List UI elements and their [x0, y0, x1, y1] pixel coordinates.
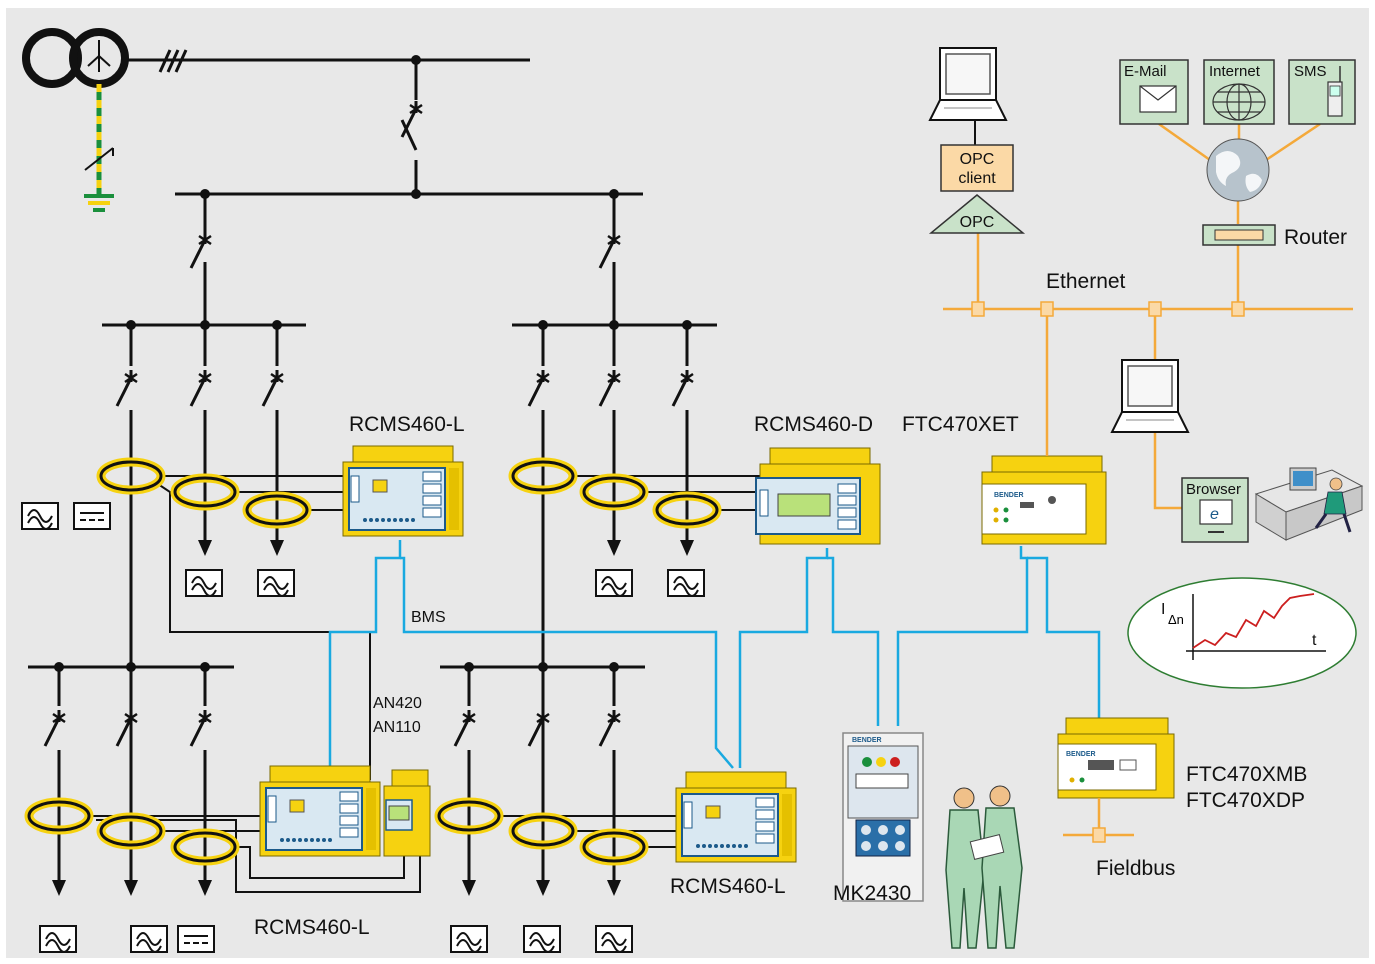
laptop-icon: [929, 47, 1007, 121]
internet-box: Internet: [1203, 59, 1275, 125]
label-ethernet: Ethernet: [1046, 270, 1126, 293]
email-box: E-Mail: [1119, 59, 1189, 125]
rcms460-l-bottom-right-device: [675, 771, 797, 863]
label-rcms460-l-bottom-right: RCMS460-L: [670, 875, 786, 898]
ac-load-icon: [595, 569, 633, 597]
label-an110: AN110: [373, 719, 421, 736]
opc-client-box: OPC client: [940, 144, 1014, 192]
ac-load-icon: [185, 569, 223, 597]
rcms460-l-bottom-left-device: [259, 765, 381, 857]
workstation-icon: [1254, 467, 1364, 541]
mk2430-panel: BENDER: [842, 732, 924, 902]
technicians-icon: [945, 785, 1023, 949]
dc-load-icon: [177, 925, 215, 953]
ftc470xet-device: BENDER: [981, 455, 1107, 545]
router-box: [1202, 224, 1276, 246]
label-an420: AN420: [373, 695, 422, 712]
supply-line: [125, 49, 643, 196]
ac-load-icon: [257, 569, 295, 597]
rcms460-d-top-device: [755, 447, 881, 545]
svg-text:BENDER: BENDER: [994, 492, 1024, 499]
ac-load-icon: [450, 925, 488, 953]
mobile-phone-icon: [1327, 66, 1343, 117]
ac-load-icon: [21, 502, 59, 530]
laptop-icon: [1111, 359, 1189, 433]
svg-text:OPC: OPC: [960, 214, 995, 231]
svg-text:I: I: [1161, 601, 1165, 618]
sms-box: SMS: [1288, 59, 1356, 125]
svg-text:Internet: Internet: [1209, 63, 1261, 80]
ac-load-icon: [39, 925, 77, 953]
dc-load-icon: [73, 502, 111, 530]
an420-an110-device: [383, 769, 431, 857]
browser-box: Browser e: [1181, 477, 1249, 543]
opc-triangle: OPC: [928, 194, 1026, 234]
label-mk2430: MK2430: [833, 882, 911, 905]
ac-load-icon: [595, 925, 633, 953]
envelope-icon: [1139, 85, 1177, 113]
ac-load-icon: [523, 925, 561, 953]
rcms460-l-top-device: [342, 445, 464, 537]
label-ftc470xmb: FTC470XMB: [1186, 763, 1307, 786]
ac-load-icon: [667, 569, 705, 597]
label-ftc470xet: FTC470XET: [902, 413, 1019, 436]
label-ftc470xdp: FTC470XDP: [1186, 789, 1305, 812]
globe-icon: [1212, 83, 1266, 121]
globe-icon: [1206, 138, 1270, 202]
svg-text:OPC: OPC: [960, 151, 995, 168]
label-router: Router: [1284, 226, 1347, 249]
svg-text:Δn: Δn: [1168, 612, 1184, 627]
label-fieldbus: Fieldbus: [1096, 857, 1175, 880]
svg-text:SMS: SMS: [1294, 63, 1327, 80]
earth-icon: [84, 84, 114, 212]
svg-text:e: e: [1210, 506, 1219, 523]
ftc470xmb-device: BENDER: [1057, 717, 1175, 799]
svg-text:BENDER: BENDER: [1066, 751, 1096, 758]
svg-text:BENDER: BENDER: [852, 737, 882, 744]
svg-text:Browser: Browser: [1186, 481, 1241, 498]
svg-text:client: client: [958, 170, 996, 187]
bms-bus: [328, 540, 1101, 769]
label-rcms460-d: RCMS460-D: [754, 413, 873, 436]
label-rcms460-l-bottom-left: RCMS460-L: [254, 916, 370, 939]
label-bms: BMS: [411, 609, 446, 626]
ac-load-icon: [130, 925, 168, 953]
label-rcms460-l-top: RCMS460-L: [349, 413, 465, 436]
svg-text:t: t: [1312, 632, 1317, 649]
svg-text:E-Mail: E-Mail: [1124, 63, 1167, 80]
ct-wiring: [88, 475, 760, 893]
residual-current-curve: I Δn t: [1127, 577, 1357, 689]
